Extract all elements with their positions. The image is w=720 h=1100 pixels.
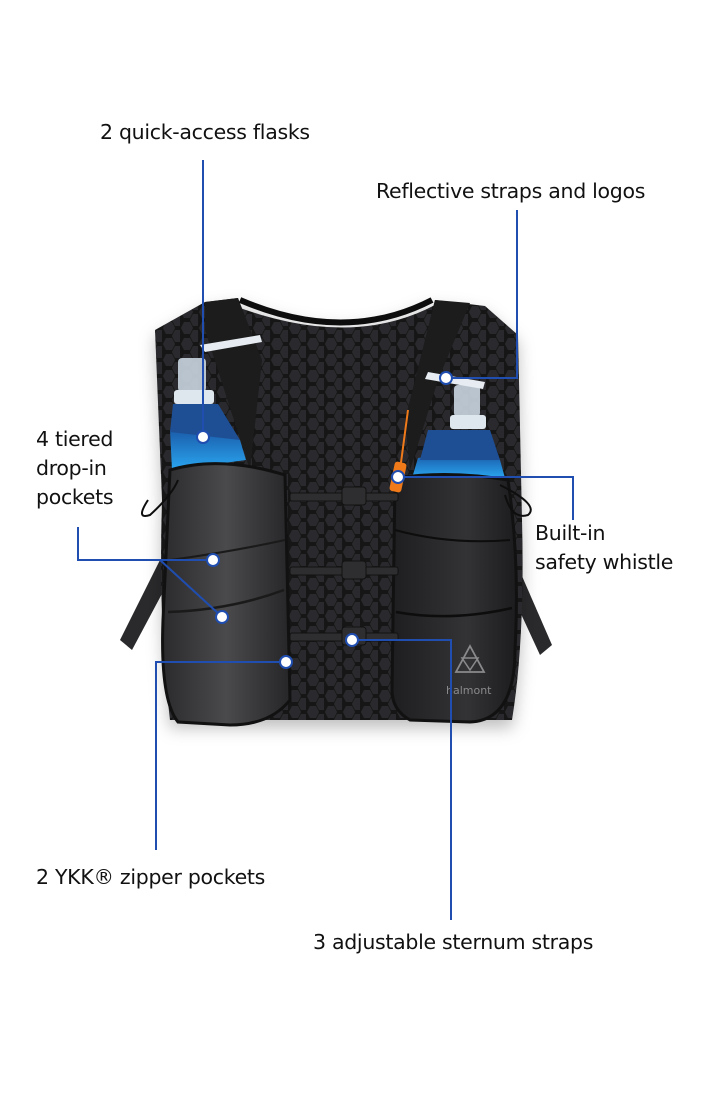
callout-flasks: 2 quick-access flasks xyxy=(100,118,310,147)
whistle-dot xyxy=(391,470,405,484)
sternum-dot xyxy=(345,633,359,647)
side-strap-left xyxy=(120,560,172,650)
callout-pockets-line-3: pockets xyxy=(36,485,114,509)
callout-whistle-line-1: Built-in xyxy=(535,521,606,545)
leader-lines xyxy=(77,160,574,920)
callout-zipper: 2 YKK® zipper pockets xyxy=(36,863,265,892)
callout-pockets-line-1: 4 tiered xyxy=(36,427,114,451)
flask-left xyxy=(170,335,262,470)
flask-dot xyxy=(196,430,210,444)
callout-sternum: 3 adjustable sternum straps xyxy=(313,928,593,957)
callout-reflective: Reflective straps and logos xyxy=(376,177,645,206)
callout-flasks-text: 2 quick-access flasks xyxy=(100,120,310,144)
pocket-stack-left xyxy=(141,462,292,727)
callout-pockets-line-2: drop-in xyxy=(36,456,107,480)
pocket-dot-upper xyxy=(206,553,220,567)
zipper-dot xyxy=(279,655,293,669)
leader-dots xyxy=(196,371,453,669)
pocket-stack-right: halmont xyxy=(390,472,532,724)
callout-pockets: 4 tiered drop-in pockets xyxy=(36,425,114,512)
brand-logo-text: halmont xyxy=(446,684,492,697)
callout-reflective-text: Reflective straps and logos xyxy=(376,179,646,203)
callout-whistle-line-2: safety whistle xyxy=(535,550,674,574)
callout-whistle: Built-in safety whistle xyxy=(535,519,673,577)
brand-logo xyxy=(454,644,486,673)
pocket-dot-lower xyxy=(215,610,229,624)
callout-zipper-text: 2 YKK® zipper pockets xyxy=(36,865,266,889)
callout-sternum-text: 3 adjustable sternum straps xyxy=(313,930,594,954)
reflective-dot xyxy=(439,371,453,385)
